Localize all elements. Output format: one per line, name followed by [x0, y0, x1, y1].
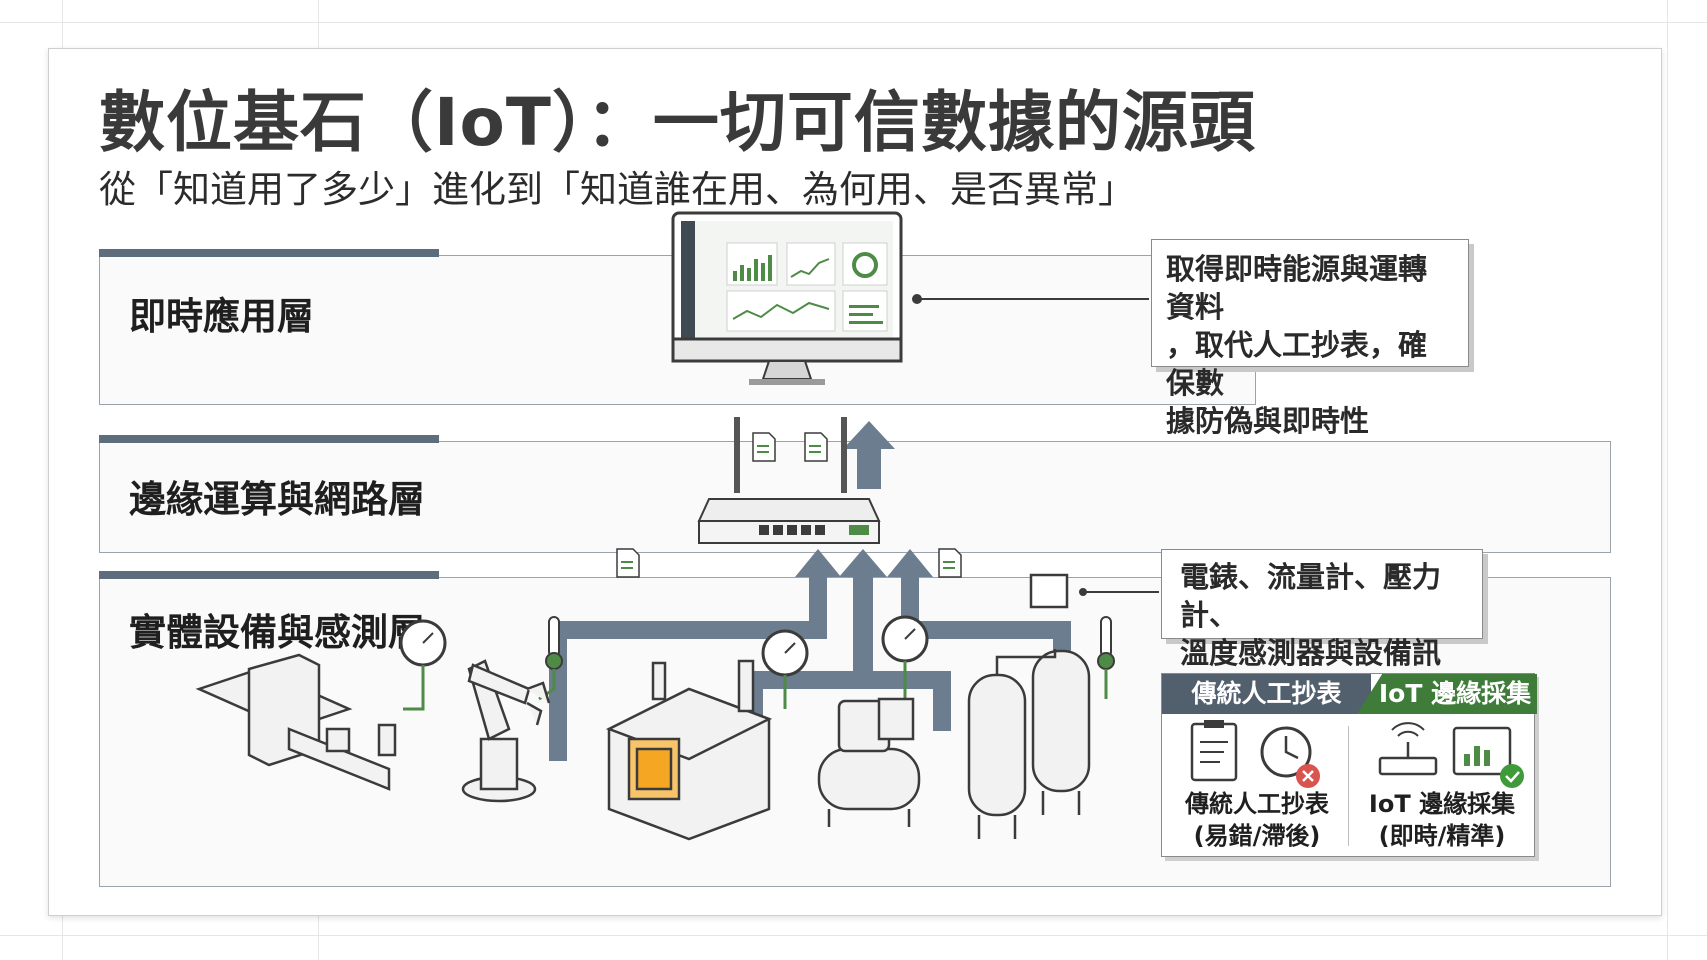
comparison-label-line: (即時/精準): [1378, 822, 1506, 850]
layer-tab: [99, 571, 439, 579]
monitor-dashboard-icon: [671, 211, 903, 385]
comparison-label-iot: IoT 邊緣採集 (即時/精準): [1352, 788, 1532, 852]
layer-tab: [99, 435, 439, 443]
cross-icon: [1296, 764, 1320, 788]
callout-line: 電錶、流量計、壓力計、: [1180, 560, 1442, 632]
bg-grid-line: [1667, 0, 1668, 960]
tank-icon: [967, 649, 1091, 839]
comparison-header-manual: 傳統人工抄表: [1162, 674, 1371, 714]
conveyor-machine-icon: [195, 653, 397, 791]
callout-line: 取得即時能源與運轉資料: [1166, 252, 1428, 324]
slide: 數位基石（IoT）：一切可信數據的源頭 從「知道用了多少」進化到「知道誰在用、為…: [48, 48, 1662, 916]
comparison-label-line: (易錯/滯後): [1193, 822, 1321, 850]
layer-tab: [99, 249, 439, 257]
comparison-card: 傳統人工抄表 IoT 邊緣採集: [1161, 673, 1537, 857]
meter-icon: [1029, 573, 1069, 609]
thermometer-icon: [538, 616, 1115, 701]
page-title: 數位基石（IoT）：一切可信數據的源頭: [99, 84, 1256, 161]
callout-application: 取得即時能源與運轉資料 ，取代人工抄表，確保數 據防偽與即時性: [1151, 239, 1469, 438]
clock-icon: [1260, 726, 1312, 778]
wifi-router-icon: [1378, 722, 1438, 776]
layer-label-edge: 邊緣運算與網路層: [129, 478, 425, 521]
iot-flow-illustration: [195, 211, 1159, 841]
callout-line: ，取代人工抄表，確保數: [1166, 328, 1428, 400]
robot-arm-icon: [461, 659, 551, 803]
callout-line: 據防偽與即時性: [1166, 404, 1370, 438]
callout-sensors: 電錶、流量計、壓力計、 溫度感測器與設備訊號: [1161, 549, 1483, 708]
chart-window-icon: [1452, 726, 1512, 776]
data-flow-arrows: [549, 421, 1071, 761]
comparison-label-line: IoT 邊緣採集: [1368, 790, 1516, 818]
comparison-icons: [1190, 720, 1524, 788]
bg-grid-line: [0, 935, 1707, 936]
layer-label-physical: 實體設備與感測層: [129, 611, 425, 654]
compressor-icon: [817, 697, 921, 827]
router-icon: [697, 417, 881, 544]
clipboard-icon: [1190, 720, 1238, 782]
check-icon: [1500, 764, 1524, 788]
furnace-icon: [605, 659, 773, 841]
comparison-label-line: 傳統人工抄表: [1185, 790, 1329, 818]
page-subtitle: 從「知道用了多少」進化到「知道誰在用、為何用、是否異常」: [99, 168, 1135, 211]
comparison-divider: [1348, 726, 1349, 846]
comparison-header-iot: IoT 邊緣採集: [1357, 674, 1537, 714]
comparison-label-manual: 傳統人工抄表 (易錯/滯後): [1166, 788, 1348, 852]
layer-label-application: 即時應用層: [129, 295, 314, 338]
bg-grid-line: [0, 22, 1707, 23]
